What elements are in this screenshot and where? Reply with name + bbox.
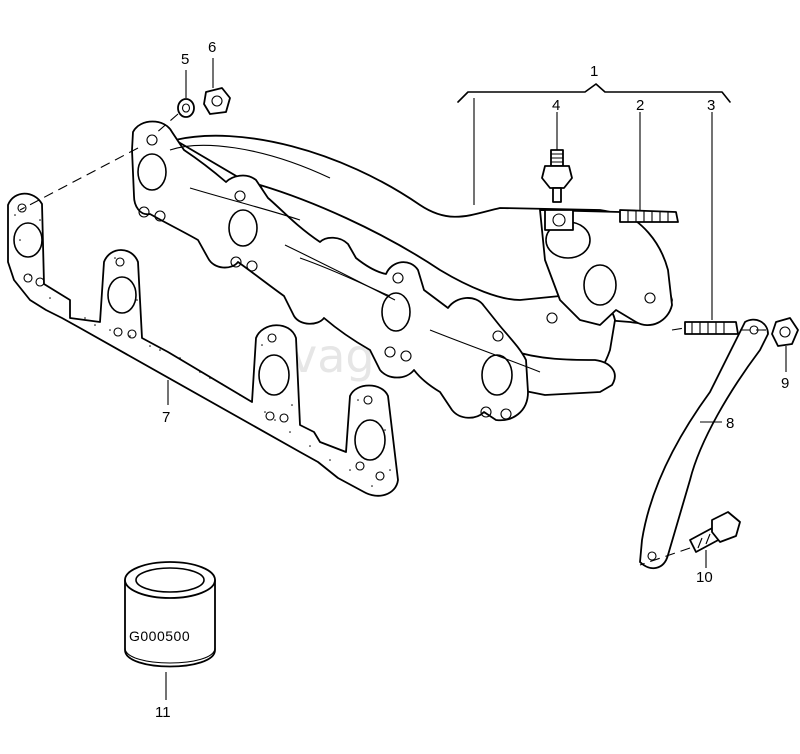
stud-bolt [619,209,679,223]
sensor-fitting [541,149,573,203]
callout-7: 7 [162,409,170,426]
sealant-can: G000500 [124,561,216,668]
callout-5: 5 [181,51,189,68]
callout-6: 6 [208,39,216,56]
manifold-gasket [7,192,399,497]
hex-bolt-10 [689,511,741,553]
washer-5 [177,98,195,118]
part-number-label: G000500 [129,628,190,644]
leader-lines [19,58,787,700]
callout-8: 8 [726,415,734,432]
callout-2: 2 [636,97,644,114]
callout-10: 10 [696,569,713,586]
callout-3: 3 [707,97,715,114]
stud-bolt-lower [684,321,739,335]
support-bracket [639,318,769,570]
exhaust-manifold [131,120,673,422]
callout-1: 1 [590,63,598,80]
callout-4: 4 [552,97,560,114]
callout-11: 11 [155,704,171,721]
hex-nut-6 [203,87,231,115]
callout-9: 9 [781,375,789,392]
hex-nut-9 [771,317,799,347]
